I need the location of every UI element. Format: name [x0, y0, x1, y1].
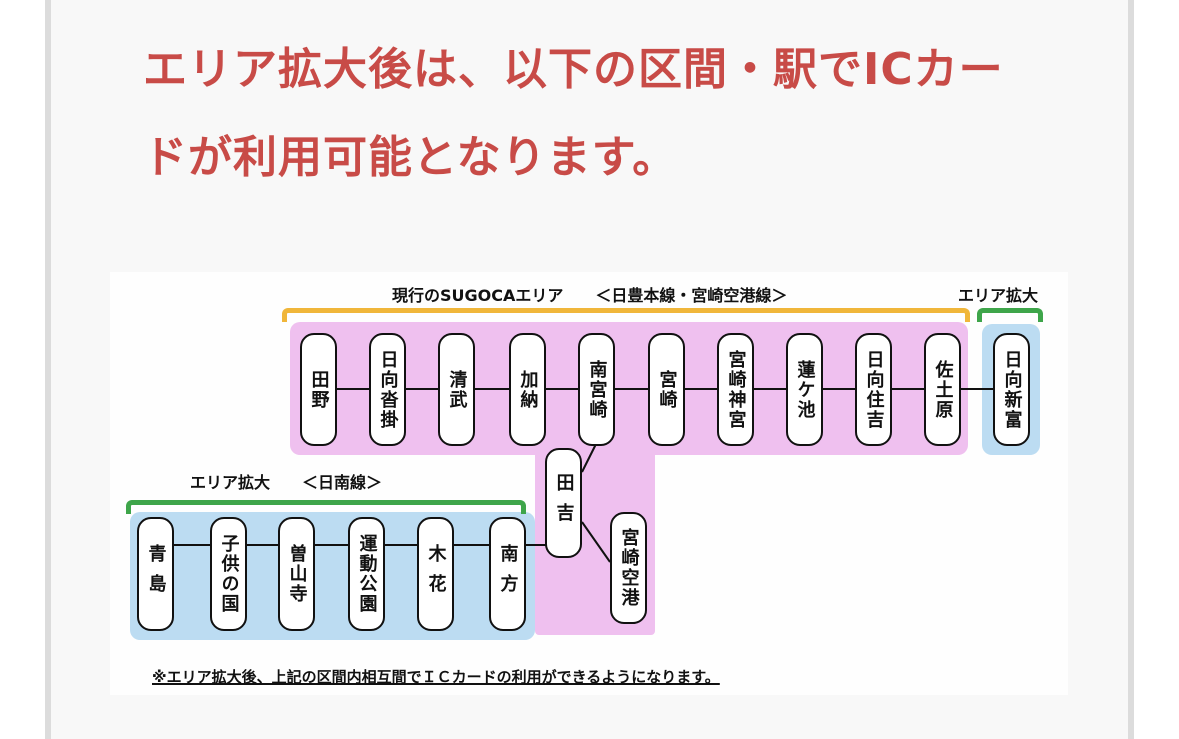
expanded-area-label-top: エリア拡大	[958, 286, 1039, 305]
station-hyuga-kutsukake: 日向沓掛	[369, 333, 406, 446]
station-sadowara: 佐土原	[924, 333, 961, 446]
station-hyuga-sumiyoshi: 日向住吉	[855, 333, 892, 446]
expanded-bracket-bottom	[126, 500, 526, 514]
station-kibana: 木花	[417, 517, 454, 631]
station-miyazaki-airport: 宮崎空港	[610, 512, 647, 624]
page-heading: エリア拡大後は、以下の区間・駅でICカードが利用可能となります。	[143, 44, 1004, 183]
expanded-bracket-top	[977, 308, 1043, 322]
current-area-bracket	[282, 308, 970, 322]
station-kano: 加納	[509, 333, 546, 446]
station-kiyotake: 清武	[438, 333, 475, 446]
station-soyamadera: 曽山寺	[278, 517, 315, 631]
airport-line-connectors	[581, 443, 611, 563]
station-hasugaike: 蓮ケ池	[786, 333, 823, 446]
station-miyazaki-jingu: 宮崎神宮	[717, 333, 754, 446]
station-miyazaki: 宮崎	[648, 333, 685, 446]
expanded-area-label-bottom: エリア拡大 ＜日南線＞	[190, 473, 383, 492]
current-area-label: 現行のSUGOCAエリア ＜日豊本線・宮崎空港線＞	[392, 286, 788, 305]
station-kodomonokuni: 子供の国	[210, 517, 247, 631]
track-minamimiyazaki-tayoshi	[581, 443, 597, 473]
diagram-footnote: ※エリア拡大後、上記の区間内相互間でＩＣカードの利用ができるようになります。	[152, 668, 720, 686]
route-map-diagram: 現行のSUGOCAエリア ＜日豊本線・宮崎空港線＞ エリア拡大 エリア拡大 ＜日…	[110, 272, 1068, 695]
expanded-area-nichinan	[130, 512, 535, 640]
station-tayoshi: 田吉	[545, 448, 582, 558]
station-minami-miyazaki: 南宮崎	[578, 333, 615, 446]
station-hyuga-shintomi: 日向新富	[993, 333, 1030, 446]
track-tayoshi-airport	[581, 521, 611, 563]
station-aoshima: 青島	[137, 517, 174, 631]
station-minamikata: 南方	[489, 517, 526, 631]
station-tano: 田野	[300, 333, 337, 446]
station-undokoen: 運動公園	[348, 517, 385, 631]
